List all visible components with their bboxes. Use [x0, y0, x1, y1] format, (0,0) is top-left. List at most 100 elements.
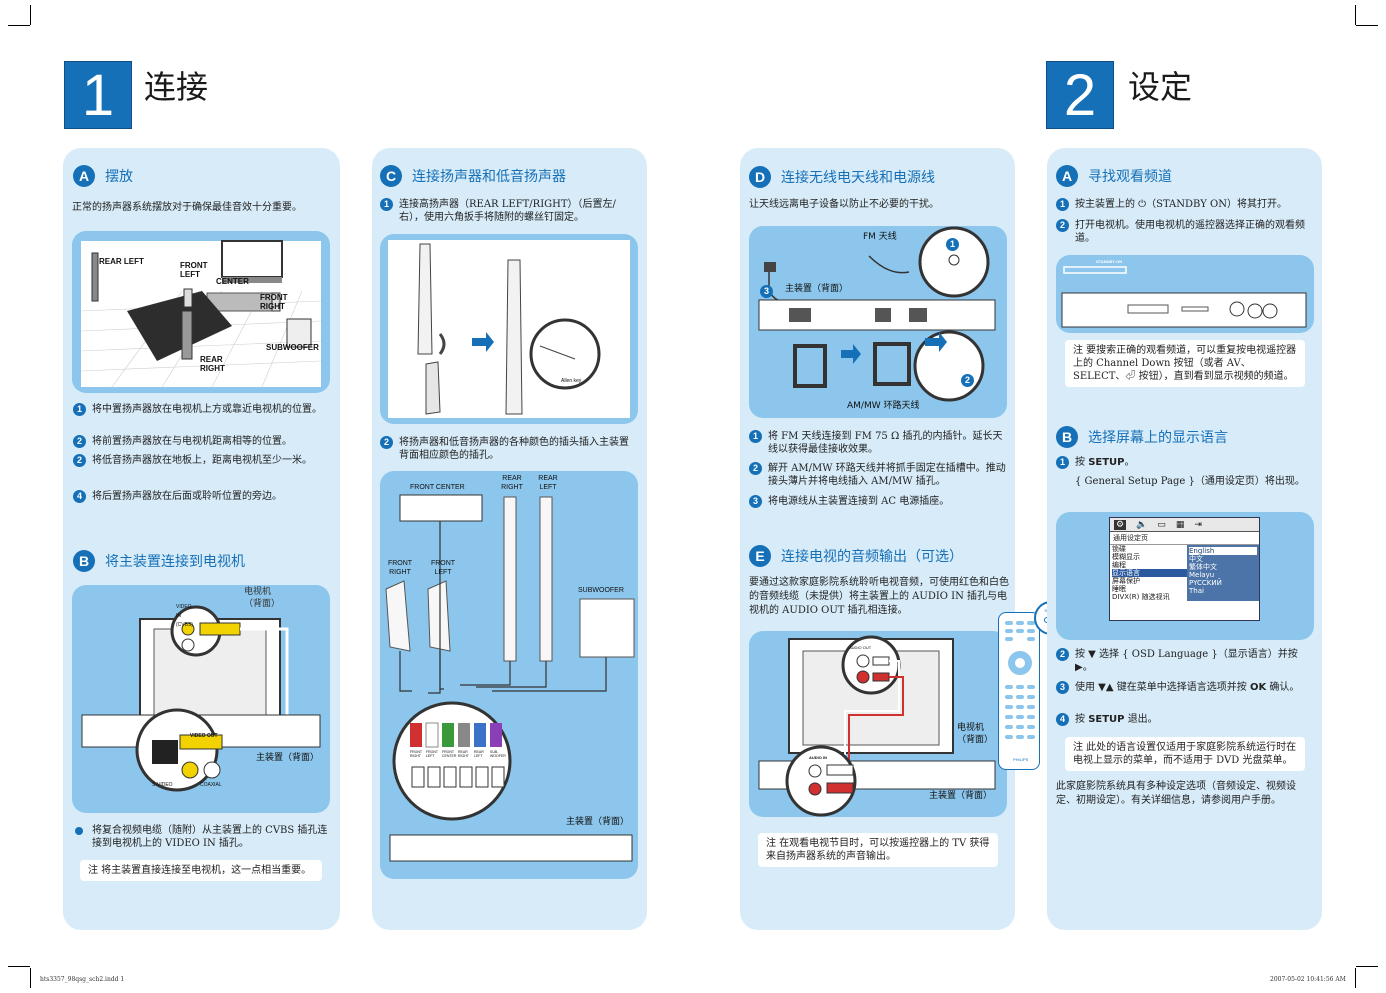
- audio-out-label: AUDIO OUT: [849, 645, 872, 650]
- osd-language-option[interactable]: English: [1189, 547, 1257, 555]
- section-e-header: E 连接电视的音频输出（可选）: [749, 545, 963, 567]
- language-step-1-sub: { General Setup Page }（通用设定页）将出现。: [1075, 476, 1305, 487]
- video-out-label: VIDEO OUT: [190, 733, 218, 739]
- language-note: 注 此处的语言设置仅适用于家庭影院系统运行时在电视上显示的菜单，而不适用于 DV…: [1065, 737, 1305, 771]
- osd-page-title: 通用设定页: [1110, 532, 1259, 545]
- osd-setting-item[interactable]: 模糊显示: [1112, 553, 1140, 561]
- osd-tab-bar: ⚙ 🔈 ▭ ▦ ⇥: [1110, 518, 1259, 532]
- audio-connection-figure: AUDIO OUT 电视机 （背面） AUDIO IN 主装置（背面）: [749, 631, 1007, 817]
- osd-language-option[interactable]: PYCCKИЙ: [1189, 579, 1222, 587]
- label-front-right: FRONT RIGHT: [387, 560, 413, 576]
- jack-label: FRONT RIGHT: [410, 750, 422, 758]
- main-unit-label: 主装置（背面）: [256, 753, 320, 763]
- main-unit-label: 主装置（背面）: [566, 817, 630, 827]
- crop-mark: [1356, 25, 1378, 26]
- label-rear-right: REAR RIGHT: [501, 475, 523, 491]
- room-illustration: [80, 240, 322, 388]
- osd-language-option[interactable]: Thai: [1189, 587, 1204, 595]
- standby-label: STANDBY-ON: [1096, 259, 1123, 264]
- speaker-wiring-figure: FRONT CENTER REAR RIGHT REAR LEFT FRONT …: [380, 471, 638, 879]
- section-b-header: B 将主装置连接到电视机: [73, 550, 245, 572]
- section-title: 将主装置连接到电视机: [105, 554, 245, 570]
- osd-setting-item[interactable]: 睡眠: [1112, 585, 1126, 593]
- label-front-right: FRONT RIGHT: [260, 293, 288, 311]
- label-front-left: FRONT LEFT: [180, 261, 208, 279]
- main-unit-label: 主装置（背面）: [785, 284, 849, 294]
- section-letter: D: [749, 166, 771, 188]
- audio-note: 注 在观看电视节目时，可以按遥控器上的 TV 获得来自扬声器系统的声音输出。: [758, 833, 998, 867]
- sheet-number-2: 2: [1046, 61, 1114, 129]
- audio-connection-illustration: [758, 635, 996, 817]
- audio-tab-icon[interactable]: 🔈: [1136, 519, 1148, 530]
- tv-sub-label: （背面）: [957, 735, 994, 745]
- setup-outro: 此家庭影院系统具有多种设定选项（音频设定、视频设定、初期设定）。有关详细信息，请…: [1056, 781, 1296, 806]
- placement-figure: REAR LEFT FRONT LEFT CENTER FRONT RIGHT …: [72, 231, 330, 393]
- section-letter: B: [1056, 426, 1078, 448]
- section-a2-header: A 寻找观看频道: [1056, 165, 1172, 187]
- label-rear-right: REAR RIGHT: [200, 355, 225, 373]
- tv-sub-label: （背面）: [244, 599, 281, 609]
- crop-mark: [30, 5, 31, 25]
- section-a-header: A 摆放: [73, 165, 133, 187]
- osd-setting-item[interactable]: 锁碟: [1112, 545, 1126, 553]
- label-subwoofer: SUBWOOFER: [578, 587, 624, 594]
- main-unit-label: 主装置（背面）: [929, 791, 993, 801]
- antenna-intro: 让天线远离电子设备以防止不必要的干扰。: [749, 199, 939, 210]
- front-panel-figure: STANDBY-ON: [1056, 255, 1314, 333]
- channel-note: 注 要搜索正确的观看频道，可以重复按电视遥控器上的 Channel Down 按…: [1065, 340, 1305, 387]
- tv-connection-step: 将复合视频电缆（随附）从主装置上的 CVBS 插孔连接到电视机上的 VIDEO …: [73, 824, 331, 850]
- sheet-title-setup: 设定: [1128, 68, 1193, 106]
- language-step-1: 1 按 SETUP。: [1056, 456, 1314, 469]
- osd-setting-item[interactable]: 屏幕保护: [1112, 577, 1140, 585]
- speaker-wiring-illustration: [385, 494, 635, 862]
- osd-language-option[interactable]: 中文: [1189, 555, 1203, 563]
- general-tab-icon[interactable]: ⚙: [1114, 519, 1127, 530]
- am-antenna-label: AM/MW 环路天线: [847, 401, 920, 411]
- coaxial-label: COAXIAL: [200, 782, 222, 788]
- remote-illustration: [1005, 621, 1035, 739]
- section-letter: A: [1056, 165, 1078, 187]
- section-letter: B: [73, 550, 95, 572]
- allen-key-label: Allen key: [561, 378, 582, 384]
- label-rear-left: REAR LEFT: [99, 257, 144, 266]
- osd-setting-item[interactable]: 编程: [1112, 561, 1126, 569]
- antenna-figure: 1 2 3 FM 天线 主装置（背面） AM/MW 环路天线: [749, 226, 1007, 418]
- svideo-label: S-VIDEO: [152, 782, 173, 788]
- section-title: 连接电视的音频输出（可选）: [781, 549, 963, 565]
- section-title: 连接扬声器和低音扬声器: [412, 169, 566, 185]
- exit-tab-icon[interactable]: ⇥: [1194, 519, 1202, 530]
- osd-language-option[interactable]: 繁体中文: [1189, 563, 1217, 571]
- osd-language-option[interactable]: Melayu: [1189, 571, 1215, 579]
- section-d-header: D 连接无线电天线和电源线: [749, 166, 935, 188]
- footer-filename: hts3357_98qsg_sch2.indd 1: [40, 976, 125, 983]
- label-front-left: FRONT LEFT: [430, 560, 456, 576]
- video-tab-icon[interactable]: ▭: [1157, 519, 1166, 530]
- fm-antenna-label: FM 天线: [863, 232, 897, 242]
- section-letter: A: [73, 165, 95, 187]
- placement-intro: 正常的扬声器系统摆放对于确保最佳音效十分重要。: [72, 202, 302, 213]
- osd-setting-item[interactable]: 显示语言: [1112, 569, 1187, 577]
- crop-mark: [1355, 968, 1356, 988]
- sheet-title-connect: 连接: [144, 68, 209, 106]
- jack-label: REAR LEFT: [474, 750, 484, 758]
- label-center: CENTER: [216, 277, 249, 286]
- crop-mark: [1356, 966, 1378, 967]
- section-c-header: C 连接扬声器和低音扬声器: [380, 165, 566, 187]
- preference-tab-icon[interactable]: ▦: [1175, 519, 1185, 530]
- osd-setting-item[interactable]: DIVX(R) 随选视讯: [1112, 593, 1170, 601]
- section-title: 连接无线电天线和电源线: [781, 170, 935, 186]
- section-title: 寻找观看频道: [1088, 169, 1172, 185]
- section-letter: C: [380, 165, 402, 187]
- jack-label: SUB-WOOFER: [490, 750, 506, 758]
